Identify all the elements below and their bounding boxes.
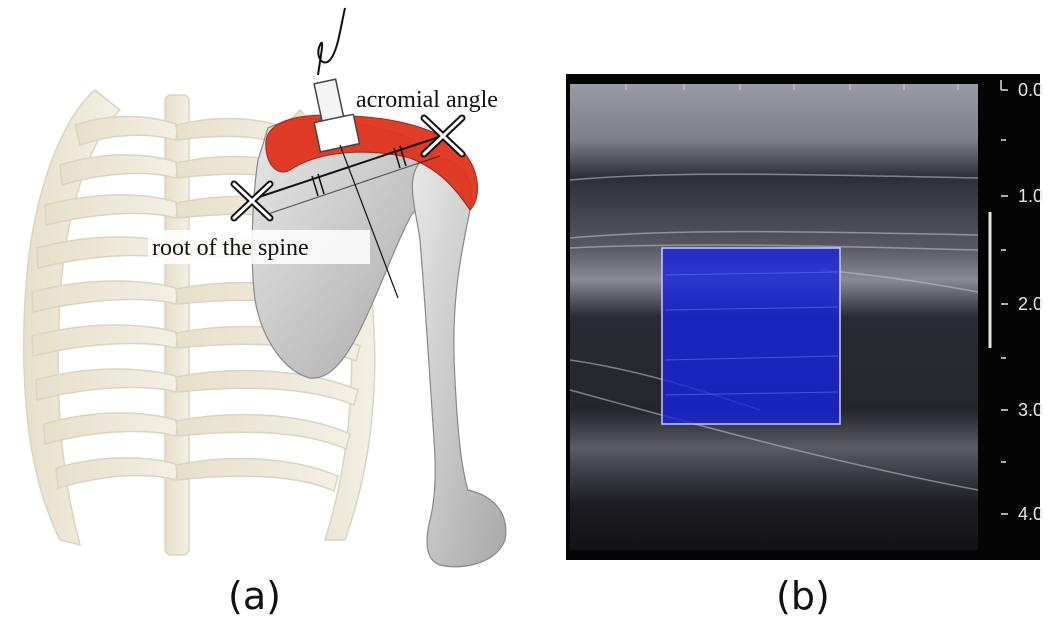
ultrasound-image: 0.0 1.0 2.0 3.0 4.0 [560,60,1054,560]
anatomy-illustration: acromial angle root of the spine [0,0,560,580]
ultrasound-panel: 0.0 1.0 2.0 3.0 4.0 [560,60,1054,570]
caption-a: (a) [228,574,281,618]
root-of-spine-label: root of the spine [152,235,309,261]
humerus [412,159,505,567]
depth-label-0: 0.0 [1018,80,1043,100]
acromial-angle-label: acromial angle [356,87,498,113]
depth-label-1: 1.0 [1018,186,1043,206]
caption-b: (b) [776,574,830,618]
depth-label-2: 2.0 [1018,294,1043,314]
depth-label-4: 4.0 [1018,504,1043,524]
anatomy-panel: acromial angle root of the spine [0,0,560,580]
probe-cable [318,8,345,75]
depth-label-3: 3.0 [1018,400,1043,420]
